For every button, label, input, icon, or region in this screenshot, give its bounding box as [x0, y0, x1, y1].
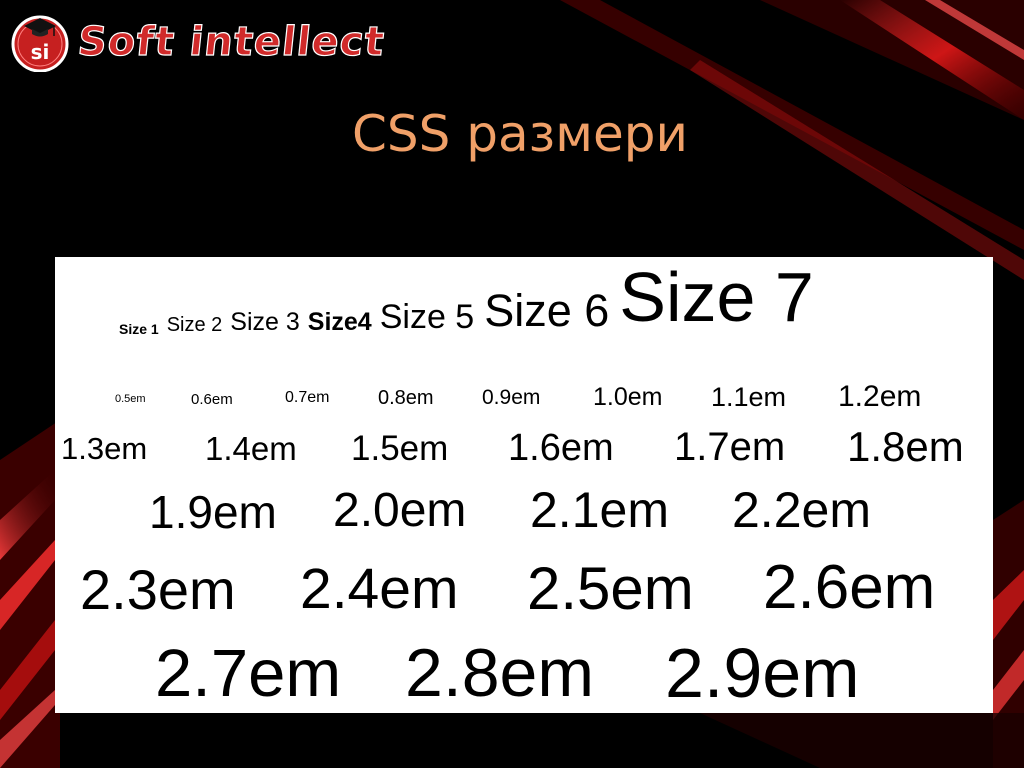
- em-size-sample: 0.8em: [378, 387, 434, 409]
- font-size-sample: Size4: [307, 308, 372, 336]
- font-size-sample: Size 2: [166, 314, 223, 336]
- em-size-sample: 2.0em: [333, 484, 467, 537]
- em-size-sample: 2.4em: [300, 557, 459, 621]
- em-size-sample: 2.6em: [763, 553, 936, 622]
- font-size-sample: Size 1: [119, 321, 159, 337]
- font-size-sample: Size 3: [230, 308, 300, 336]
- em-size-sample: 1.7em: [674, 425, 786, 469]
- em-size-sample: 2.1em: [530, 482, 669, 538]
- em-size-sample: 1.5em: [351, 429, 449, 468]
- graduation-cap-badge-icon: si: [11, 15, 69, 72]
- em-size-sample: 2.5em: [527, 555, 694, 622]
- em-size-sample: 0.6em: [191, 391, 233, 408]
- em-size-sample: 2.7em: [155, 636, 342, 711]
- em-size-sample: 1.3em: [61, 431, 148, 466]
- em-size-row: 1.9em 2.0em 2.1em 2.2em: [55, 481, 993, 541]
- font-size-sample-panel: Size 1 Size 2 Size 3 Size4 Size 5 Size 6…: [55, 257, 993, 713]
- font-size-row: Size 1 Size 2 Size 3 Size4 Size 5 Size 6…: [119, 257, 1024, 337]
- logo-badge-text: si: [31, 40, 50, 64]
- slide-title: CSS размери: [352, 105, 688, 163]
- em-size-sample: 0.7em: [285, 389, 330, 406]
- em-size-sample: 1.8em: [847, 423, 964, 470]
- logo: si Soft intellect: [10, 12, 388, 72]
- em-size-row: 2.7em 2.8em 2.9em: [55, 634, 993, 712]
- em-size-sample: 2.3em: [80, 558, 236, 621]
- em-size-sample: 0.9em: [482, 386, 541, 409]
- font-size-sample: Size 5: [379, 298, 475, 336]
- em-size-row: 1.3em 1.4em 1.5em 1.6em 1.7em 1.8em: [55, 423, 993, 470]
- em-size-sample: 0.5em: [115, 393, 146, 405]
- em-size-row: 2.3em 2.4em 2.5em 2.6em: [55, 553, 993, 625]
- em-size-sample: 2.2em: [732, 482, 871, 538]
- em-size-sample: 1.9em: [149, 486, 277, 538]
- em-size-sample: 2.9em: [665, 634, 860, 712]
- em-size-sample: 1.0em: [593, 383, 663, 411]
- font-size-sample: Size 6: [484, 285, 610, 336]
- em-size-sample: 2.8em: [405, 635, 594, 711]
- em-size-sample: 1.2em: [838, 380, 922, 413]
- em-size-sample: 1.6em: [508, 427, 614, 469]
- logo-name: Soft intellect: [75, 18, 388, 65]
- em-size-sample: 1.4em: [205, 430, 297, 467]
- em-size-sample: 1.1em: [711, 382, 787, 412]
- em-size-row: 0.5em 0.6em 0.7em 0.8em 0.9em 1.0em 1.1e…: [55, 379, 993, 413]
- font-size-sample: Size 7: [619, 258, 814, 336]
